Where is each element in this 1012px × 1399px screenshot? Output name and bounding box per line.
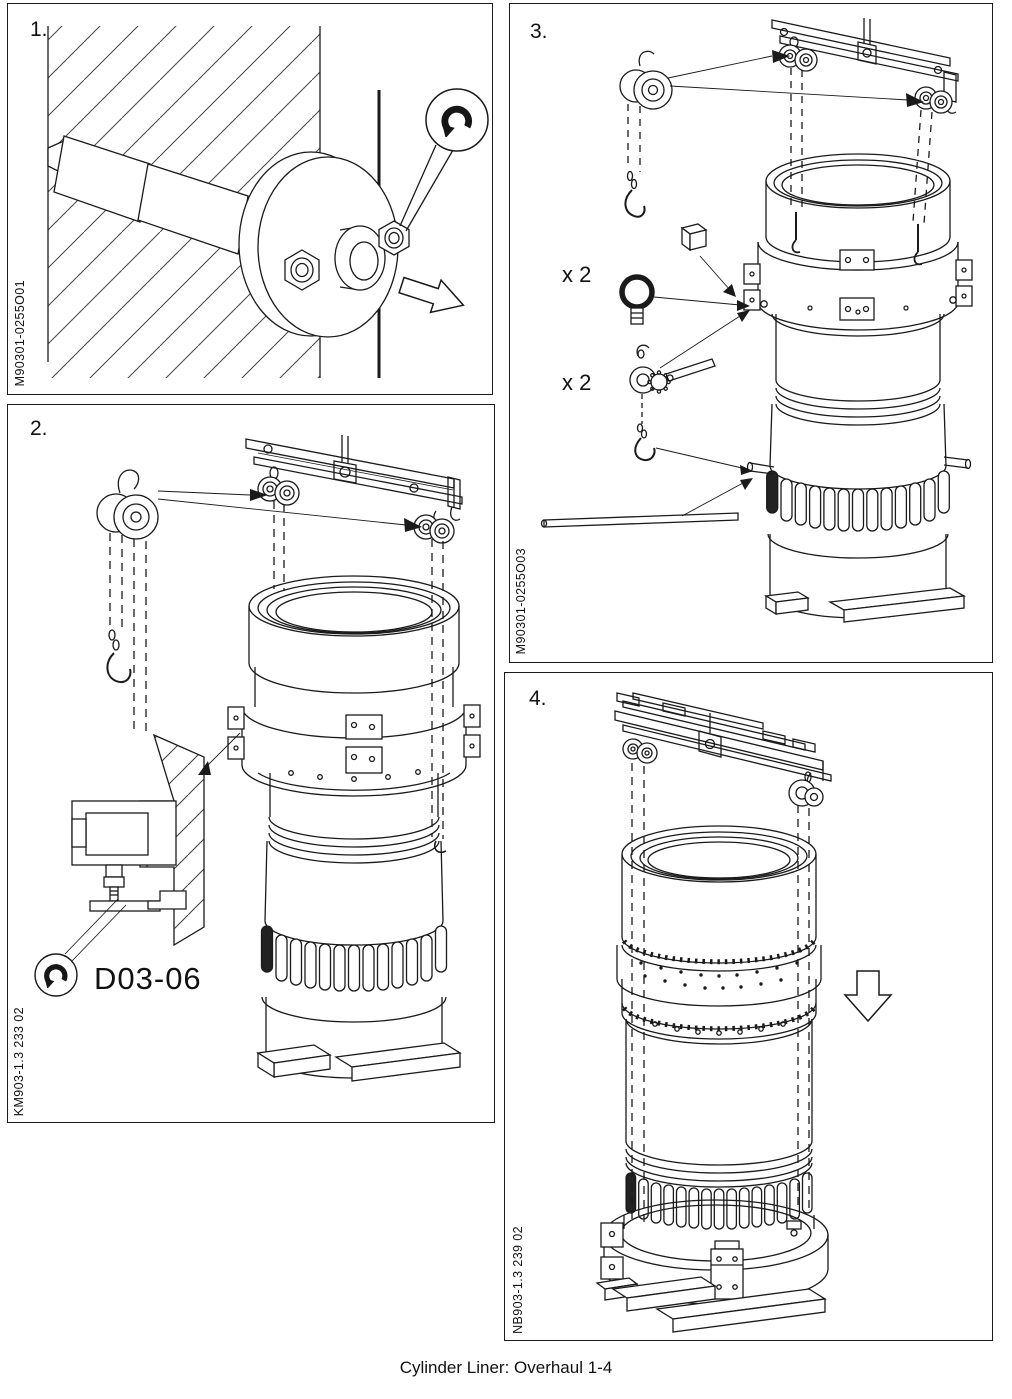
hook-icon [791,239,801,254]
chain-hoist [96,469,159,733]
leader-arrows [667,50,924,107]
support-ring-clamp [743,241,973,337]
figure-panel-1: 1. M90301-0255O01 [7,3,493,395]
illustration-step-1 [47,26,489,378]
cylinder-liner [227,575,481,1079]
detail-ref-label: D03-06 [94,961,202,996]
wooden-skids [256,1042,462,1082]
qty-label-1: x 2 [562,262,592,287]
beam-trolley-icon [622,738,658,764]
lifting-chains [273,501,444,839]
hoist-beam [771,18,959,114]
hoist-beam [614,692,832,782]
step-number-1: 1. [30,18,48,41]
rotation-callout [399,88,489,232]
eye-bolt-icon [619,274,750,325]
figure-panel-4: 4. NB903-1.3 239 02 [504,672,993,1341]
illustration-step-4 [595,692,893,1333]
support-ring-clamp [227,704,481,797]
beam-trolley-icon [257,466,300,506]
lifting-chains [631,763,810,1223]
lifting-bar [540,478,753,528]
step-number-4: 4. [529,687,547,710]
leader-line [659,315,741,369]
chain-hoist-block [788,771,824,807]
wall-bracket-detail [71,732,241,947]
illustration-step-3 [540,18,973,623]
illustration-step-2 [34,435,481,1082]
figure-panel-3: 3. x 2 x 2 M90301-0255O03 [509,3,993,663]
rotation-callout [34,898,127,997]
down-arrow-icon [843,970,893,1023]
direction-arrow-icon [398,276,465,314]
step-number-3: 3. [530,20,548,43]
hook-icon [106,652,132,683]
qty-label-2: x 2 [562,370,592,395]
figure-code-4: NB903-1.3 239 02 [511,1226,525,1334]
ring-bolt-circles [652,1021,786,1036]
lever-hoist-icon [629,344,753,475]
page-caption: Cylinder Liner: Overhaul 1-4 [399,1358,613,1377]
figure-code-3: M90301-0255O03 [514,547,528,654]
hook-icon [624,189,646,218]
lifting-chains [790,68,933,266]
liner-cooling-slots [766,470,950,532]
flange-bolt-dots [639,961,799,990]
wooden-skids [764,587,967,623]
hex-nut-icon [284,249,320,291]
hook-icon [634,437,656,462]
cylinder-liner [616,825,822,1230]
step-number-2: 2. [30,417,48,440]
liner-cooling-slots [260,925,448,992]
puller-tool [47,135,410,338]
figure-panel-2: 2. D03-06 KM903-1.3 233 02 [7,404,495,1123]
hook-icon [433,840,447,854]
figure-code-2: KM903-1.3 233 02 [12,1006,26,1116]
bar-stub [746,456,972,475]
chain-hoist [619,50,673,218]
beam-trolley-icon [413,510,455,544]
beam-trolley-icon [914,86,953,114]
cylinder-liner [743,153,973,619]
figure-code-1: M90301-0255O01 [13,279,27,386]
arrowhead [737,310,750,322]
hook-icon [913,251,923,266]
hex-nut-icon [378,220,410,256]
hoist-beam [245,435,463,521]
wooden-planks [595,1276,827,1333]
square-block-icon [680,223,736,297]
leader-arrows [157,489,422,532]
